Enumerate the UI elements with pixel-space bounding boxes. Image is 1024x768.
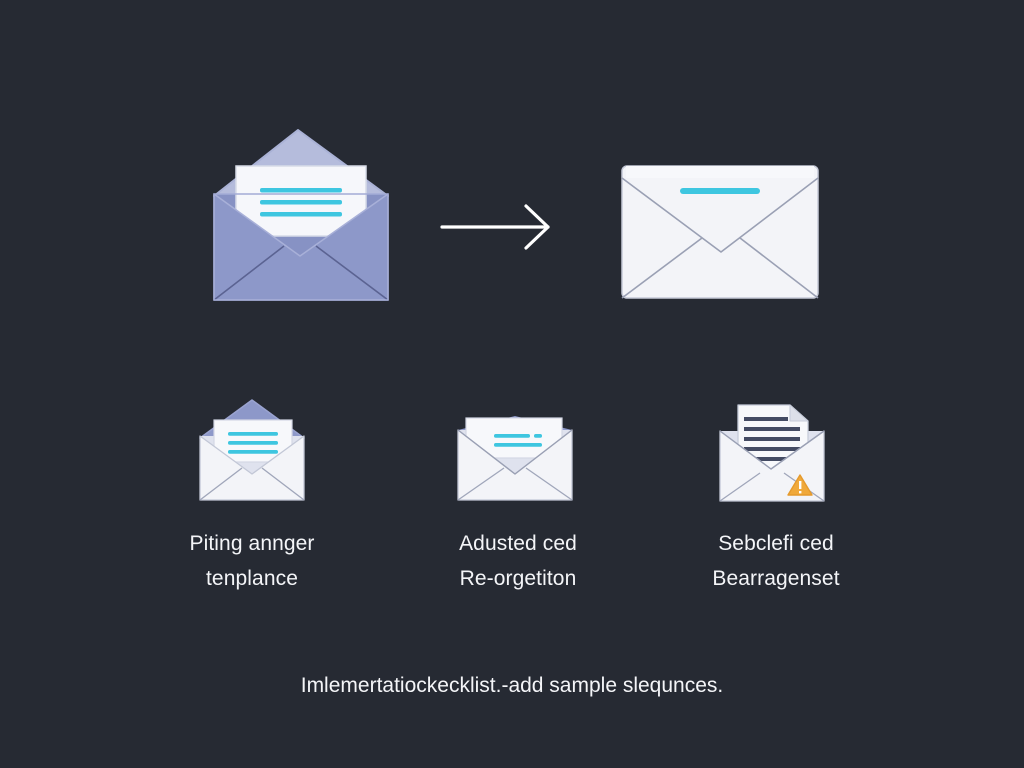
right-arrow-icon xyxy=(440,204,554,250)
warning-icon xyxy=(787,474,813,496)
step-3-label-line-2: Bearragenset xyxy=(712,567,840,590)
open-envelope-with-letter-icon xyxy=(196,398,308,504)
step-2-label-line-2: Re-orgetiton xyxy=(459,567,577,590)
envelope-with-document-warning-icon xyxy=(718,403,830,505)
step-1-label-line-1: Piting annger xyxy=(189,532,315,555)
step-2-label-line-1: Adusted ced xyxy=(459,532,577,555)
step-1-label-line-2: tenplance xyxy=(206,567,298,590)
checklist-caption: Imlemertatiockecklist.-add sample slequn… xyxy=(300,674,724,697)
open-envelope-with-letter-icon xyxy=(210,128,392,304)
envelope-with-note-icon xyxy=(456,414,574,504)
step-3-label-line-1: Sebclefi ced xyxy=(718,532,834,555)
closed-envelope-icon xyxy=(618,162,824,304)
